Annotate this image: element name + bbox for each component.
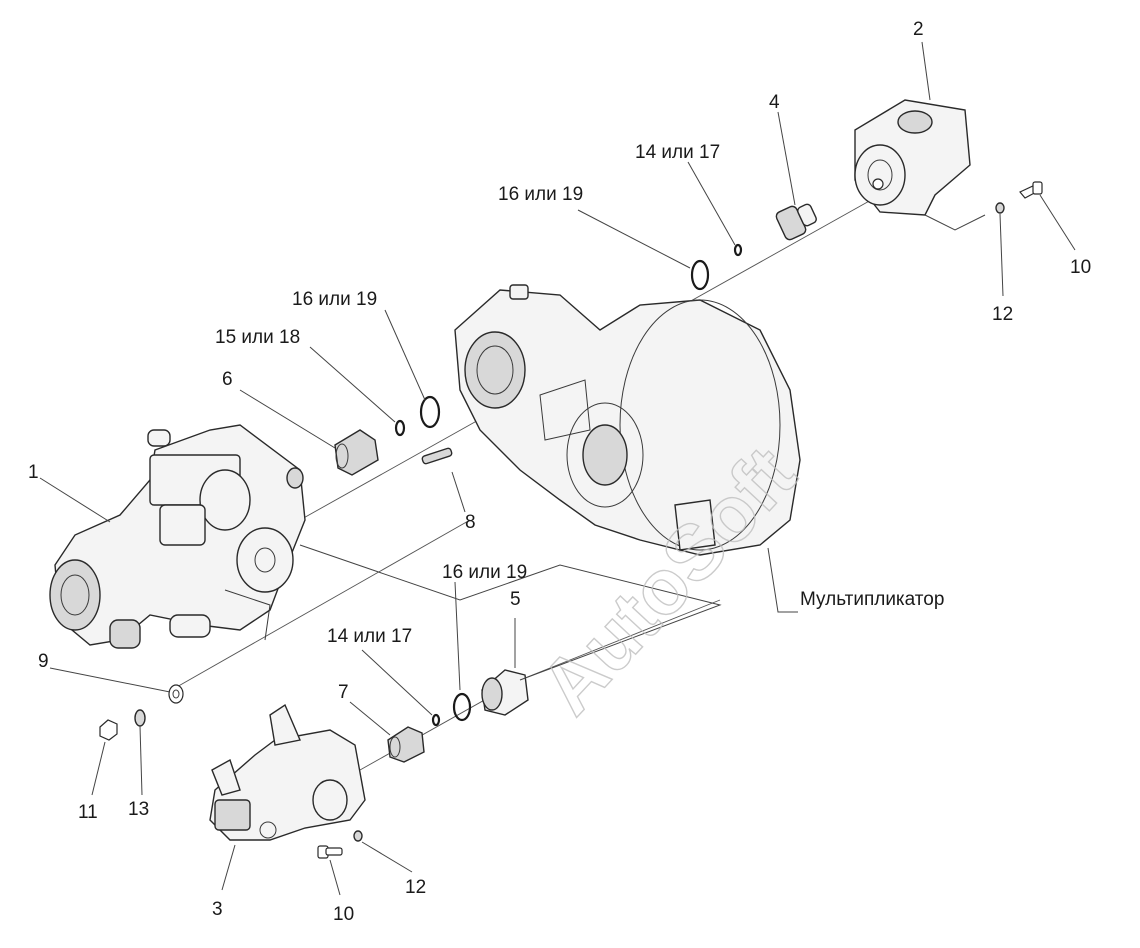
callout-1: 1 [28,462,39,483]
callout-3: 3 [212,899,223,920]
callout-14-or-17-bottom: 14 или 17 [327,626,412,647]
callout-10-top: 10 [1070,257,1091,278]
callout-16-or-19-mid: 16 или 19 [292,289,377,310]
callout-multiplier: Мультипликатор [800,589,944,610]
leader-lines [39,41,1076,896]
callout-8: 8 [465,512,476,533]
fasteners [99,181,1043,859]
callout-5: 5 [510,589,521,610]
callout-6: 6 [222,369,233,390]
callout-2: 2 [913,19,924,40]
callout-12-bottom: 12 [405,877,426,898]
callout-7: 7 [338,682,349,703]
callout-9: 9 [38,651,49,672]
callout-labels: 1 2 3 4 5 6 7 8 9 10 10 11 12 12 13 14 и… [28,19,1091,925]
callout-10-bottom: 10 [333,904,354,925]
sleeve-5 [481,669,529,716]
coupling-7 [387,726,425,763]
callout-14-or-17-top: 14 или 17 [635,142,720,163]
callout-13: 13 [128,799,149,820]
callout-16-or-19-bottom: 16 или 19 [442,562,527,583]
callout-11: 11 [78,802,98,823]
coupling-6 [334,429,379,476]
callout-4: 4 [769,92,780,113]
rings [394,243,743,727]
stud-8 [421,447,453,465]
top-pump [854,99,971,216]
callout-12-top: 12 [992,304,1013,325]
coupling-4 [775,203,817,241]
multiplier-housing [454,284,801,556]
callout-15-or-18: 15 или 18 [215,327,300,348]
callout-16-or-19-top: 16 или 19 [498,184,583,205]
pump-assembly [49,424,306,649]
bottom-pump [209,703,366,841]
